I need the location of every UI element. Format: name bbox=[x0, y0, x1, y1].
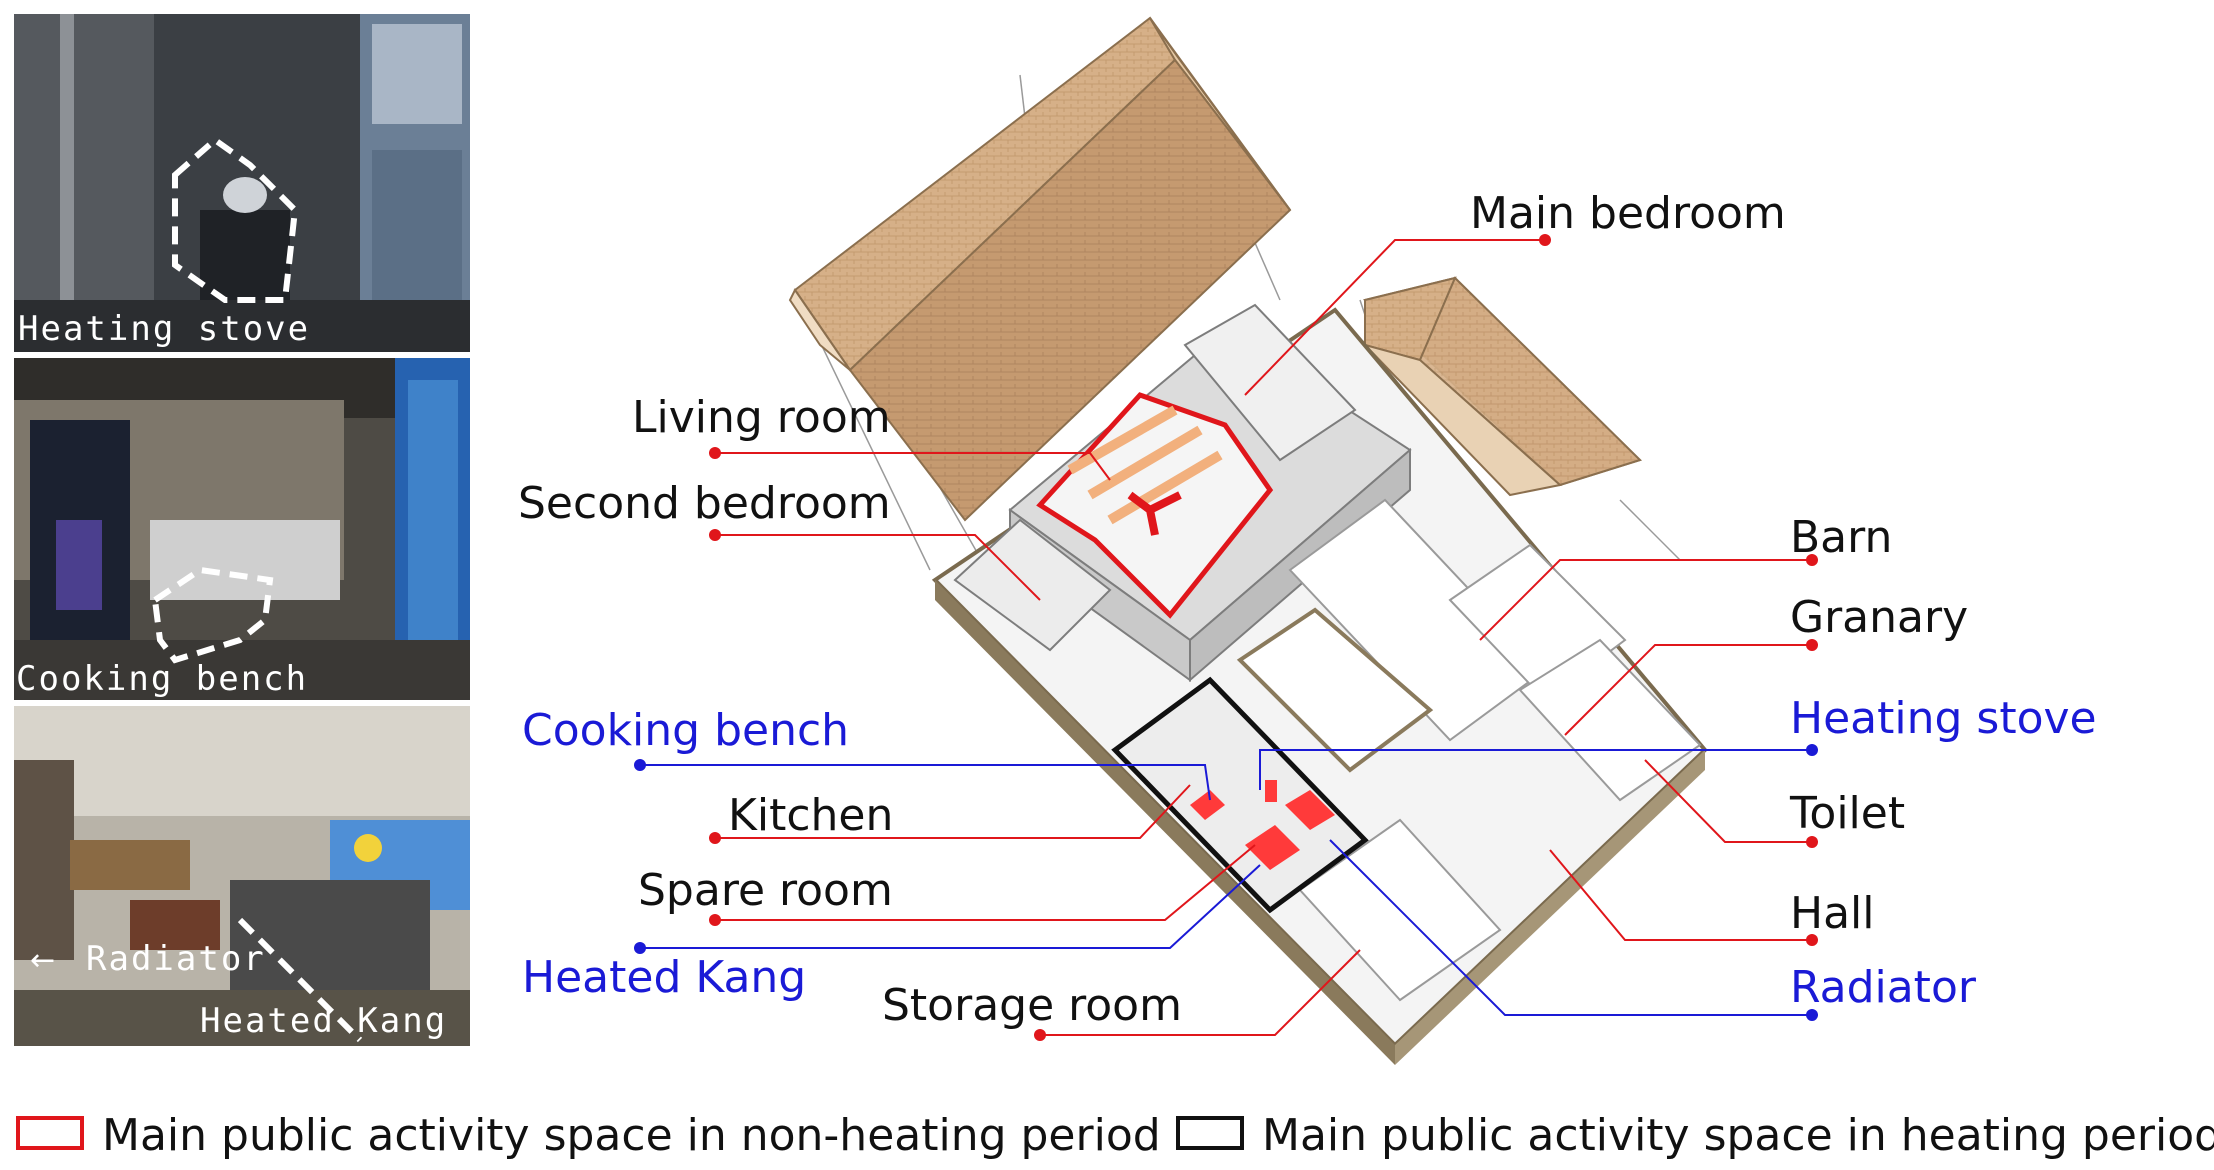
photo-caption-radiator: Radiator bbox=[86, 939, 266, 979]
legend: Main public activity space in non-heatin… bbox=[16, 1110, 2214, 1161]
label-storage-room: Storage room bbox=[882, 980, 1182, 1031]
svg-text:←: ← bbox=[30, 943, 55, 978]
legend-heating: Main public activity space in heating pe… bbox=[1262, 1110, 2214, 1161]
photo-heated-kang: ← Radiator Heated Kang bbox=[14, 706, 470, 1046]
photo-caption-cooking-bench: Cooking bench bbox=[16, 659, 308, 699]
label-radiator: Radiator bbox=[1790, 962, 1977, 1013]
heating-space-highlight bbox=[1111, 676, 1369, 914]
photo-cooking-bench: Cooking bench bbox=[14, 358, 470, 700]
label-living-room: Living room bbox=[632, 392, 891, 443]
barn-roof bbox=[1361, 276, 1642, 497]
legend-swatch-non-heating bbox=[16, 1116, 84, 1150]
label-heated-kang: Heated Kang bbox=[522, 952, 806, 1003]
legend-swatch-heating bbox=[1176, 1116, 1244, 1150]
label-granary: Granary bbox=[1790, 592, 1968, 643]
photo-heating-stove: Heating stove bbox=[14, 14, 470, 352]
leader-dots bbox=[634, 234, 1818, 1041]
label-spare-room: Spare room bbox=[638, 865, 893, 916]
living-room-highlight bbox=[1036, 392, 1274, 619]
legend-non-heating: Main public activity space in non-heatin… bbox=[102, 1110, 1161, 1161]
label-second-bedroom: Second bedroom bbox=[518, 478, 891, 529]
label-cooking-bench: Cooking bench bbox=[522, 705, 849, 756]
label-main-bedroom: Main bedroom bbox=[1470, 188, 1786, 239]
label-barn: Barn bbox=[1790, 512, 1892, 563]
label-kitchen: Kitchen bbox=[728, 790, 893, 841]
leader-lines bbox=[640, 239, 1812, 1036]
photo-caption-heated-kang: Heated Kang bbox=[200, 1001, 447, 1041]
photo-caption-heating-stove: Heating stove bbox=[18, 309, 310, 349]
label-toilet: Toilet bbox=[1789, 788, 1905, 839]
label-hall: Hall bbox=[1790, 888, 1875, 939]
label-heating-stove: Heating stove bbox=[1790, 693, 2097, 744]
main-roof bbox=[788, 16, 1292, 522]
room-labels: Main bedroom Living room Second bedroom … bbox=[518, 188, 2097, 1031]
